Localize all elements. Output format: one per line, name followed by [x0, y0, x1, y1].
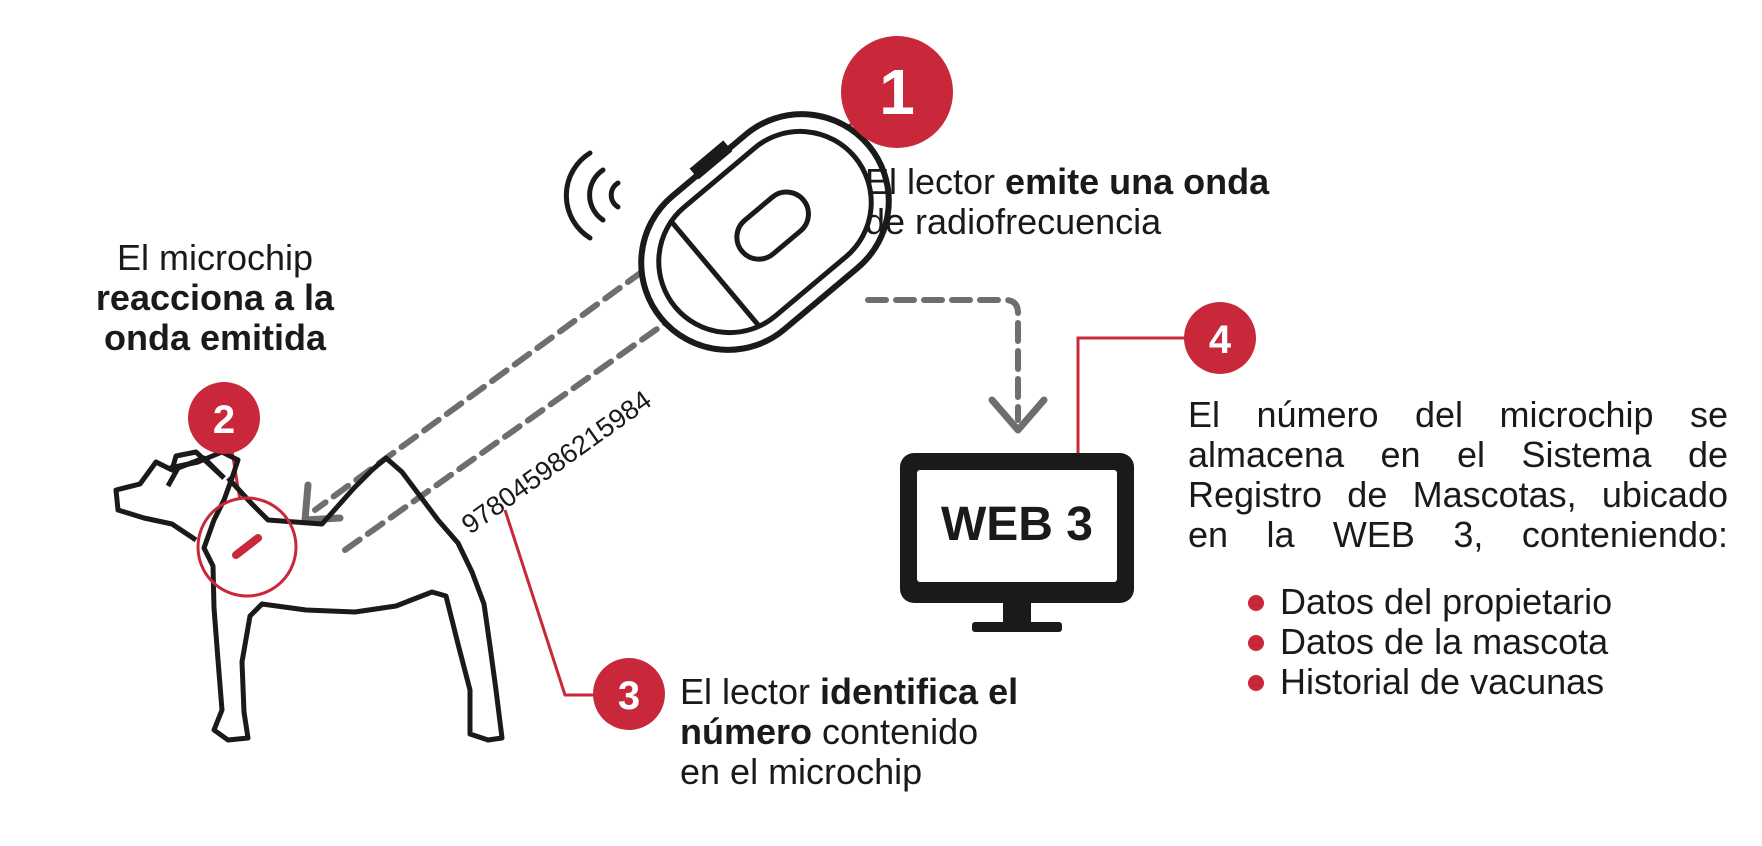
- step-2-text-c: onda emitida: [103, 317, 327, 358]
- badge-step-4: 4: [1184, 302, 1256, 374]
- step-3-text-a: El lector: [680, 671, 821, 712]
- badge-number-2: 2: [213, 398, 235, 442]
- monitor-icon: WEB 3: [900, 453, 1134, 632]
- arrow-reader-to-web: [865, 297, 1021, 423]
- badge-step-3: 3: [593, 658, 665, 730]
- badge-step-1: 1: [841, 36, 953, 148]
- list-item: Datos de la mascota: [1248, 622, 1728, 662]
- badge-number-3: 3: [618, 674, 640, 718]
- step-1-text-a: El lector: [865, 161, 1006, 202]
- connector-step-4: [1076, 336, 1185, 455]
- step-3-text-d: contenido: [812, 711, 979, 752]
- reader-device-icon: [638, 111, 892, 353]
- chip-number: 978045986215984: [456, 385, 657, 540]
- step-3-text-b: identifica el: [820, 671, 1019, 712]
- badge-number-1: 1: [879, 56, 915, 128]
- badge-step-2: 2: [188, 382, 260, 454]
- arrow-chip-to-reader: [342, 292, 708, 553]
- step-2-text-b: reacciona a la: [95, 277, 335, 318]
- step-1-text-b: emite una onda: [1005, 161, 1270, 202]
- monitor-label: WEB 3: [941, 498, 1093, 551]
- radio-wave-icon: [563, 150, 621, 241]
- step-3-text: El lector identifica el número contenido…: [680, 672, 1100, 792]
- step-3-text-e: en el microchip: [680, 751, 923, 792]
- dog-head-icon: [113, 449, 226, 543]
- step-1-text: El lector emite una onda de radiofrecuen…: [865, 162, 1325, 242]
- step-1-text-c: de radiofrecuencia: [865, 201, 1162, 242]
- step-2-text: El microchip reacciona a la onda emitida: [60, 238, 370, 358]
- microchip-icon: [196, 496, 298, 598]
- step-2-text-a: El microchip: [116, 237, 314, 278]
- list-item: Historial de vacunas: [1248, 662, 1728, 702]
- arrowhead-to-web: [988, 396, 1048, 434]
- arrow-reader-to-chip: [312, 252, 668, 513]
- list-item: Datos del propietario: [1248, 582, 1728, 622]
- step-4-description: El número del microchip se almacena en e…: [1188, 394, 1728, 555]
- step-4-list: Datos del propietario Datos de la mascot…: [1248, 582, 1728, 702]
- dog-icon: [169, 449, 505, 743]
- signal-arrows: [312, 252, 1021, 553]
- badge-number-4: 4: [1209, 318, 1232, 362]
- dog-ear-icon: [165, 455, 226, 488]
- connector-step-3: [503, 509, 605, 697]
- step-3-text-c: número: [680, 711, 813, 752]
